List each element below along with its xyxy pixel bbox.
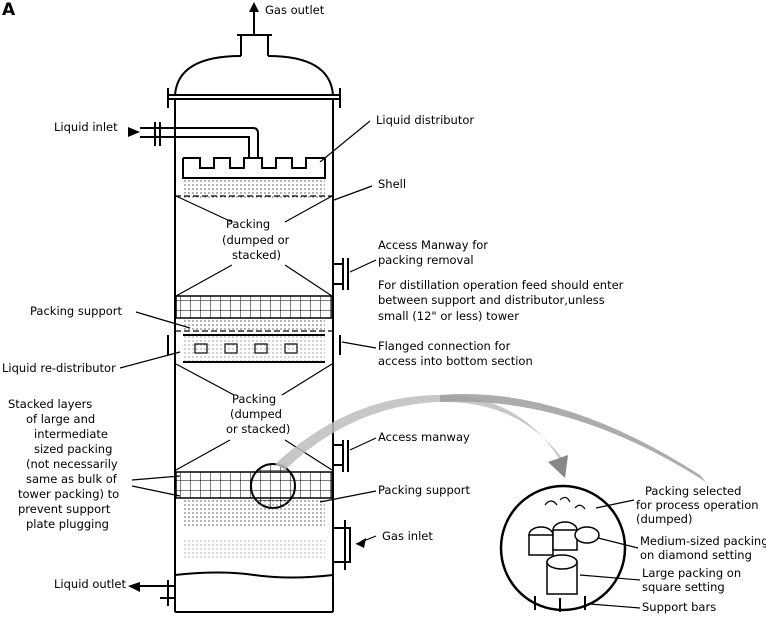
- shell-label: Shell: [378, 177, 406, 191]
- stacked-layers-label-1: Stacked layers: [8, 397, 92, 411]
- stacked-layers-label-7: tower packing) to: [18, 487, 119, 501]
- packing-support-upper-leader: [135, 311, 191, 329]
- distillation-note-1: For distillation operation feed should e…: [378, 278, 624, 292]
- flanged-connection-label-1: Flanged connection for: [378, 339, 511, 353]
- access-manway-removal-label-1: Access Manway for: [378, 238, 488, 252]
- packing-support-upper: [175, 295, 333, 332]
- stacked-layers-label-8: prevent support: [18, 502, 111, 516]
- packing-top-label-2: (dumped or: [222, 233, 290, 247]
- liquid-outlet-pipe: [128, 571, 334, 606]
- packing-mid-label-2: (dumped: [230, 407, 282, 421]
- gas-inlet-label: Gas inlet: [382, 529, 433, 543]
- gas-outlet-label: Gas outlet: [265, 3, 325, 17]
- packing-support-upper-label: Packing support: [30, 304, 123, 318]
- packing-mid-label-1: Packing: [232, 392, 276, 406]
- packing-support-lower-leader: [319, 490, 377, 503]
- stacked-layers-label-4: sized packing: [34, 442, 112, 456]
- detail-medium-label-1: Medium-sized packing: [640, 534, 766, 548]
- detail-packing-selected-label-1: Packing selected: [645, 484, 741, 498]
- flanged-connection-leader: [341, 341, 377, 349]
- detail-medium-leader: [597, 537, 639, 549]
- packing-detail-inset: [499, 484, 627, 612]
- detail-packing-selected-label-2: for process operation: [636, 498, 759, 512]
- liquid-redistributor-leader: [119, 351, 181, 369]
- detail-connector-swoosh: [275, 394, 706, 482]
- access-manway-leader: [349, 437, 377, 451]
- lower-packing-bed: [175, 363, 333, 471]
- detail-large-leader: [579, 574, 641, 581]
- liquid-inlet-label: Liquid inlet: [54, 120, 118, 134]
- panel-letter: A: [2, 0, 16, 20]
- stacked-layers-label-9: plate plugging: [26, 517, 109, 531]
- gas-inlet-pipe: [333, 520, 377, 570]
- liquid-inlet-pipe: [128, 122, 259, 158]
- shell-leader: [333, 185, 373, 201]
- detail-packing-selected-label-3: (dumped): [636, 512, 692, 526]
- liquid-distributor-leader: [319, 120, 371, 163]
- gas-outlet-arrow: [249, 2, 259, 35]
- access-manway-label: Access manway: [378, 430, 470, 444]
- tower-shell: [167, 34, 341, 613]
- upper-packing-bed: [175, 195, 333, 297]
- packing-support-lower-label: Packing support: [378, 483, 471, 497]
- stacked-layers-label-2: of large and: [26, 412, 95, 426]
- liquid-redistributor-label: Liquid re-distributor: [2, 361, 116, 375]
- packing-top-label-3: stacked): [232, 248, 281, 262]
- flanged-connection-label-2: access into bottom section: [378, 354, 533, 368]
- packing-mid-label-3: or stacked): [226, 422, 290, 436]
- liquid-outlet-label: Liquid outlet: [54, 577, 126, 591]
- access-manway-removal-label-2: packing removal: [378, 253, 474, 267]
- distillation-note-2: between support and distributor,unless: [378, 293, 605, 307]
- detail-medium-label-2: on diamond setting: [640, 548, 752, 562]
- stacked-layers-leader: [131, 475, 181, 497]
- stacked-layers-label-5: (not necessarily: [26, 457, 118, 471]
- lower-manway-nozzle: [333, 440, 349, 472]
- liquid-distributor-label: Liquid distributor: [376, 113, 474, 127]
- detail-packing-selected-leader: [595, 499, 635, 509]
- liquid-redistributor: [167, 334, 341, 363]
- detail-large-label-1: Large packing on: [642, 566, 741, 580]
- access-manway-removal-leader: [349, 259, 377, 273]
- detail-support-bars-label: Support bars: [642, 600, 716, 614]
- detail-support-bars-leader: [589, 603, 641, 609]
- stacked-support-layers: [175, 463, 333, 560]
- upper-manway-nozzle: [333, 258, 349, 290]
- stacked-layers-label-3: intermediate: [34, 427, 108, 441]
- stacked-layers-label-6: same as bulk of: [26, 472, 118, 486]
- packing-top-label-1: Packing: [226, 217, 270, 231]
- distillation-note-3: small (12" or less) tower: [378, 309, 519, 323]
- liquid-distributor: [175, 157, 333, 198]
- detail-large-label-2: square setting: [642, 580, 725, 594]
